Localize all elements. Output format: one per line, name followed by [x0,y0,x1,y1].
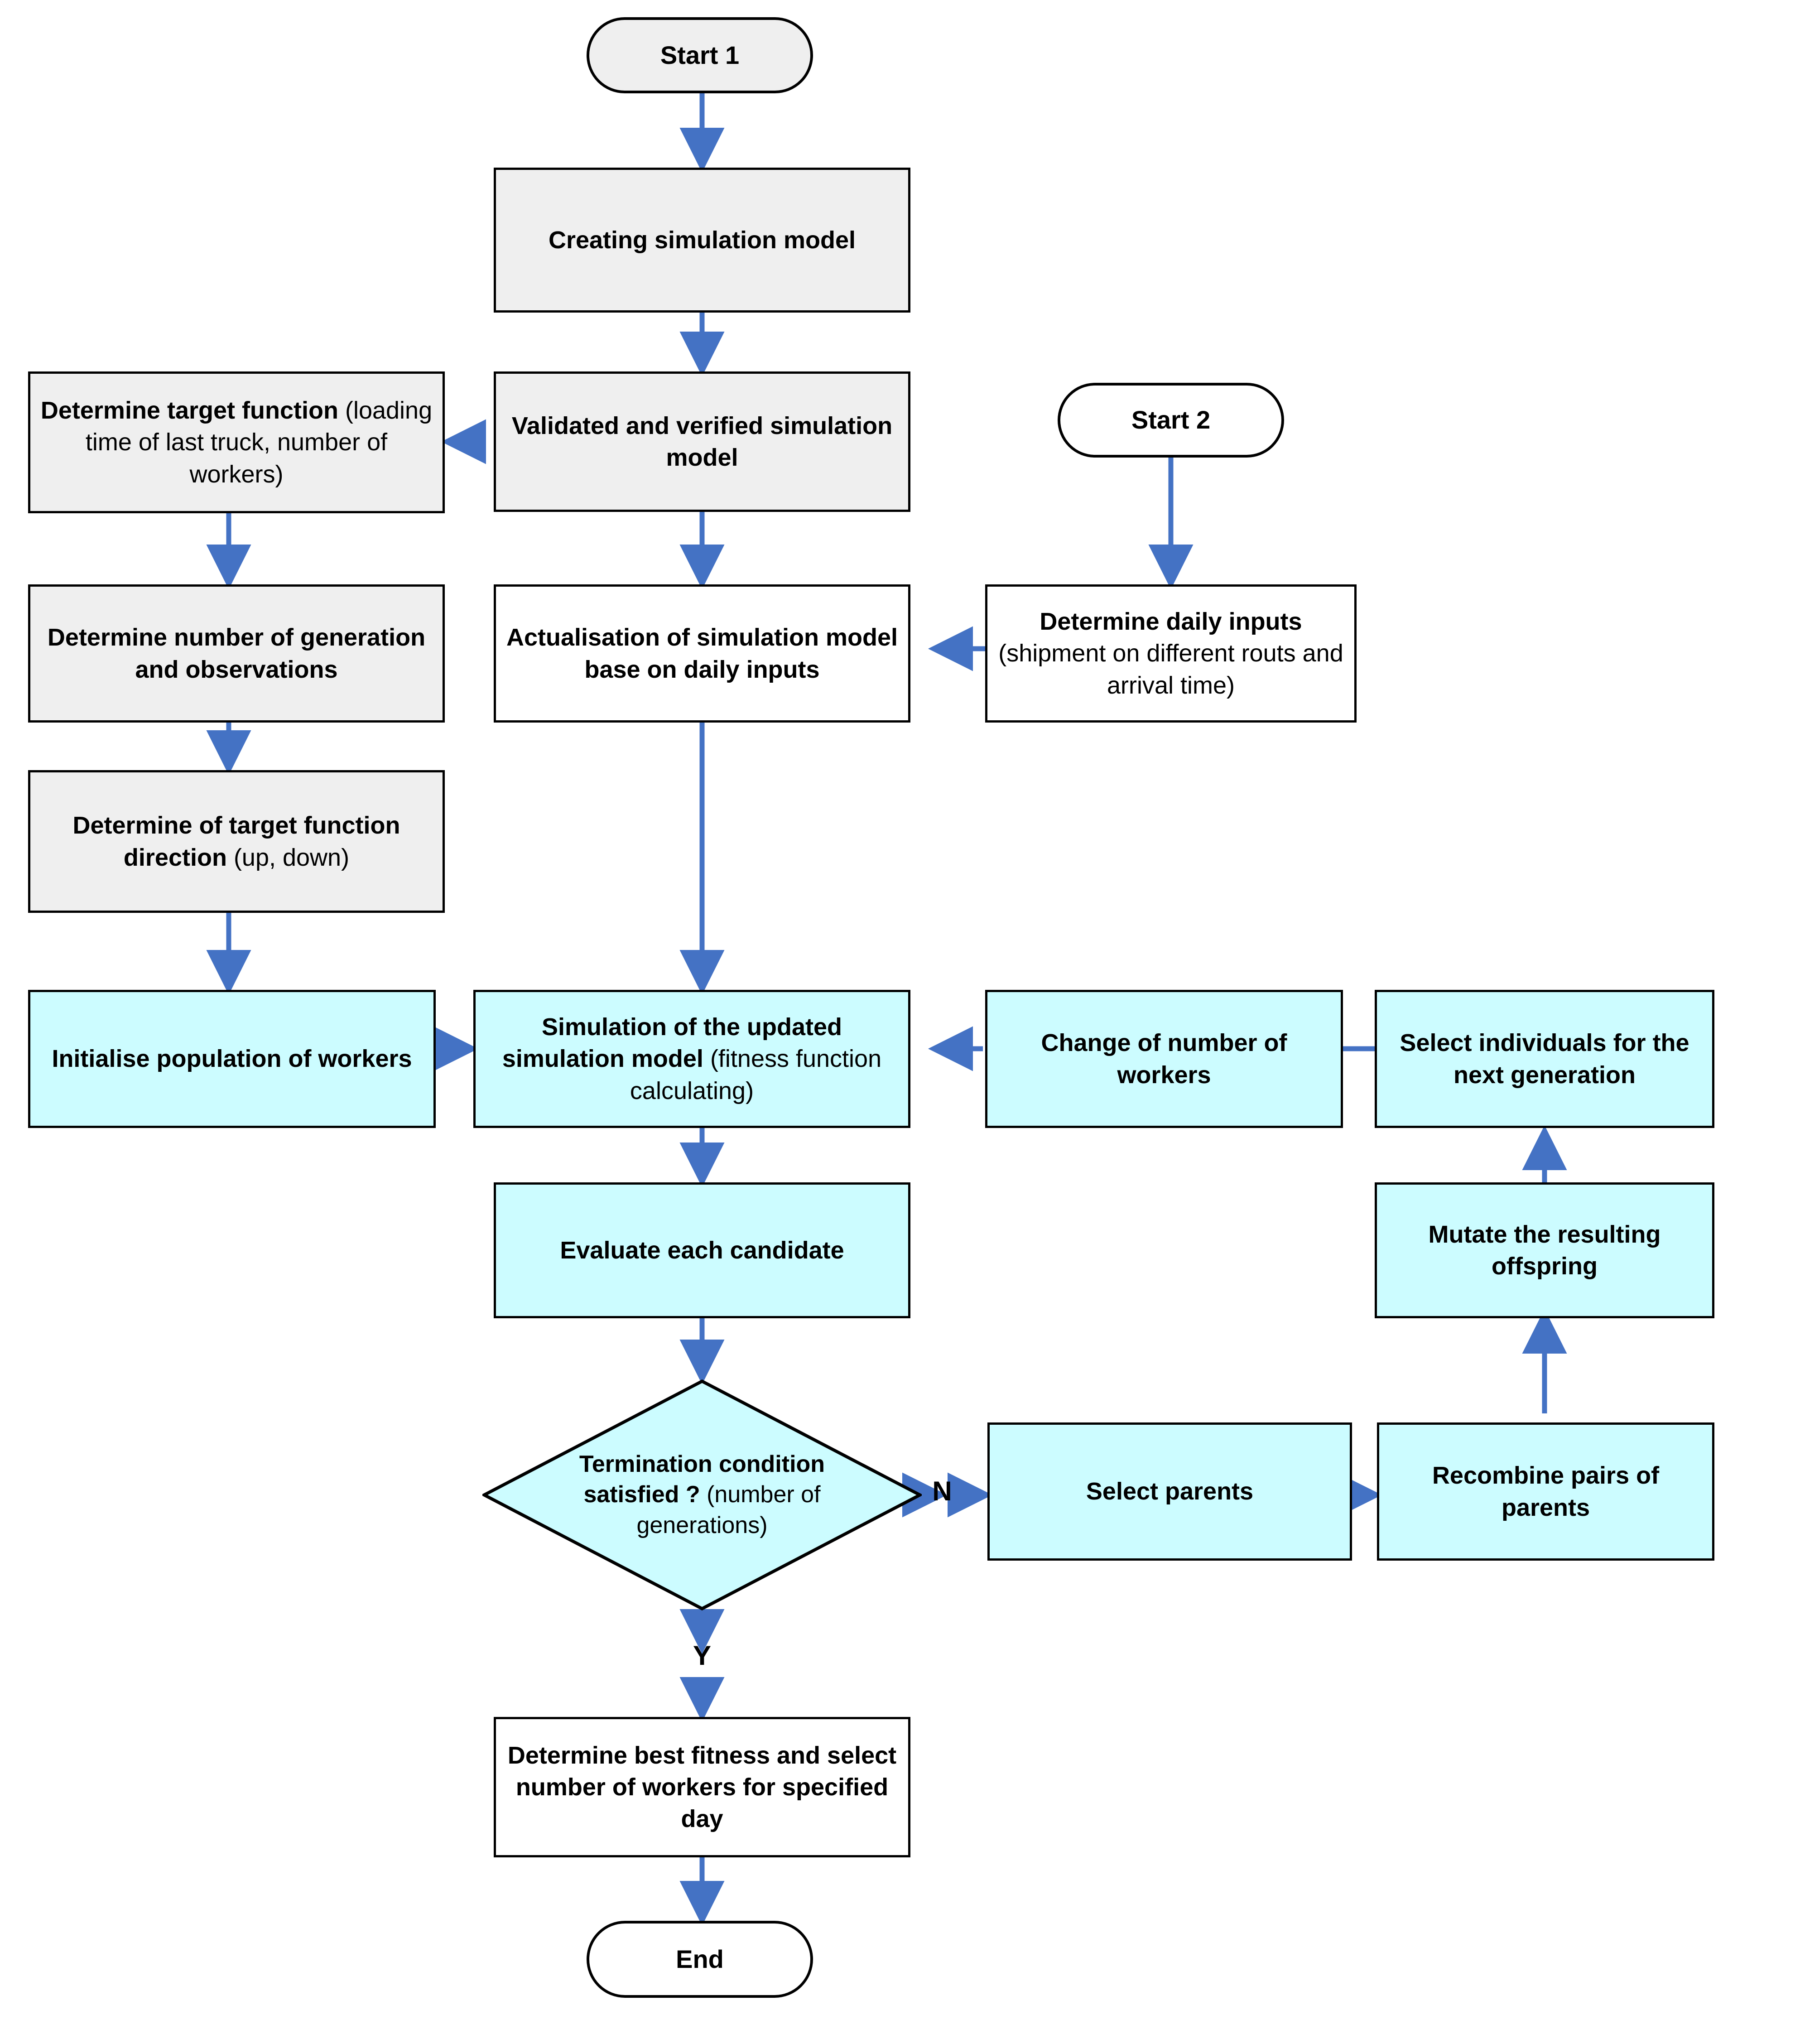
node-termination-condition[interactable]: Termination condition satisfied ? (numbe… [482,1379,922,1610]
node-end-label: End [676,1944,724,1973]
node-change-of-number-of-workers-label: Change of number of workers [1041,1029,1287,1089]
termination-diamond-shape [482,1379,922,1610]
node-select-individuals-next-generation[interactable]: Select individuals for the next generati… [1375,990,1714,1128]
node-evaluate-each-candidate-label: Evaluate each candidate [560,1236,844,1264]
node-creating-simulation-model[interactable]: Creating simulation model [494,168,910,313]
node-determine-daily-inputs[interactable]: Determine daily inputs (shipment on diff… [985,584,1357,723]
node-start-2[interactable]: Start 2 [1058,383,1284,458]
node-simulation-of-updated-model-sublabel: (fitness function calculating) [630,1045,882,1104]
node-evaluate-each-candidate[interactable]: Evaluate each candidate [494,1182,910,1318]
node-end[interactable]: End [587,1921,813,1998]
node-determine-target-function[interactable]: Determine target function (loading time … [28,371,445,513]
node-determine-best-fitness[interactable]: Determine best fitness and select number… [494,1717,910,1857]
node-start-1[interactable]: Start 1 [587,17,813,93]
edge-label-yes: Y [693,1640,712,1671]
node-determine-target-function-direction[interactable]: Determine of target function direction (… [28,770,445,913]
node-initialise-population-of-workers[interactable]: Initialise population of workers [28,990,436,1128]
node-determine-generation-observations[interactable]: Determine number of generation and obser… [28,584,445,723]
node-actualisation-of-simulation-model-label: Actualisation of simulation model base o… [506,624,898,683]
node-creating-simulation-model-label: Creating simulation model [548,226,856,254]
node-termination-condition-label: Termination condition satisfied ? [579,1451,825,1508]
node-determine-generation-observations-label: Determine number of generation and obser… [47,624,426,683]
node-termination-condition-sublabel: (number of generations) [636,1481,821,1538]
node-simulation-of-updated-model[interactable]: Simulation of the updated simulation mod… [473,990,910,1128]
edge-label-no: N [932,1476,952,1506]
node-determine-target-function-direction-label: Determine of target function direction [72,812,400,871]
node-determine-target-function-label: Determine target function [40,397,338,424]
node-validated-verified-model[interactable]: Validated and verified simulation model [494,371,910,512]
node-select-individuals-next-generation-label: Select individuals for the next generati… [1400,1029,1689,1089]
node-determine-target-function-direction-sublabel: (up, down) [233,844,350,871]
node-select-parents-label: Select parents [1086,1478,1254,1505]
node-actualisation-of-simulation-model[interactable]: Actualisation of simulation model base o… [494,584,910,723]
node-determine-daily-inputs-sublabel: (shipment on different routs and arrival… [998,640,1343,699]
node-termination-condition-text: Termination condition satisfied ? (numbe… [482,1379,922,1610]
node-determine-target-function-sublabel: (loading time of last truck, number of w… [85,397,433,488]
node-simulation-of-updated-model-label: Simulation of the updated simulation mod… [502,1013,842,1073]
node-validated-verified-model-label: Validated and verified simulation model [511,412,893,471]
node-recombine-pairs-of-parents-label: Recombine pairs of parents [1432,1462,1660,1521]
node-determine-best-fitness-label: Determine best fitness and select number… [507,1741,897,1833]
node-start-1-label: Start 1 [660,40,740,69]
node-recombine-pairs-of-parents[interactable]: Recombine pairs of parents [1377,1422,1714,1561]
node-mutate-resulting-offspring[interactable]: Mutate the resulting offspring [1375,1182,1714,1318]
node-select-parents[interactable]: Select parents [987,1422,1352,1561]
node-initialise-population-of-workers-label: Initialise population of workers [52,1045,412,1073]
node-mutate-resulting-offspring-label: Mutate the resulting offspring [1428,1220,1661,1280]
node-determine-daily-inputs-label: Determine daily inputs [1040,608,1302,636]
node-change-of-number-of-workers[interactable]: Change of number of workers [985,990,1343,1128]
node-start-2-label: Start 2 [1131,405,1211,434]
